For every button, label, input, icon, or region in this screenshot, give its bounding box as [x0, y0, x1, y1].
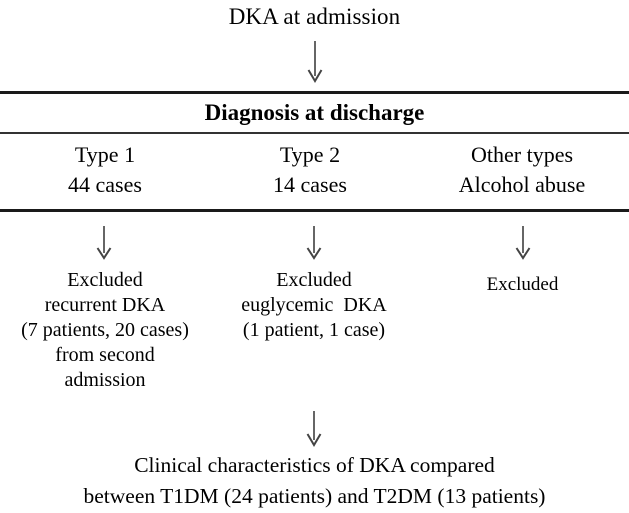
table-mid-rule: [0, 132, 629, 134]
exclusion-line: from second: [55, 344, 155, 366]
conclusion-node: Clinical characteristics of DKA compared…: [0, 450, 629, 512]
column-count: Alcohol abuse: [458, 172, 586, 197]
exclusion-line: Excluded: [276, 269, 352, 291]
column-name: Type 2: [279, 142, 341, 167]
column-count: 44 cases: [68, 172, 142, 197]
exclusion-line: (1 patient, 1 case): [242, 319, 386, 341]
table-top-rule: [0, 91, 629, 94]
exclusion-line: euglycemic DKA: [241, 294, 387, 316]
table-header: Diagnosis at discharge: [204, 100, 425, 125]
arrow-column-2-to-exclusion: [304, 226, 324, 260]
column-header-other-types: Other types Alcohol abuse: [422, 140, 622, 200]
exclusion-note-type-1: Excluded recurrent DKA (7 patients, 20 c…: [0, 268, 210, 393]
arrow-column-3-to-exclusion: [513, 226, 533, 260]
exclusion-line: admission: [64, 369, 146, 391]
arrow-title-to-table: [305, 41, 325, 83]
conclusion-line-1: Clinical characteristics of DKA compared: [134, 453, 495, 477]
exclusion-line: Excluded: [67, 269, 143, 291]
table-bottom-rule: [0, 209, 629, 212]
column-name: Type 1: [74, 142, 136, 167]
exclusion-line: Excluded: [486, 274, 559, 295]
exclusion-line: (7 patients, 20 cases): [21, 319, 189, 341]
column-header-type-1: Type 1 44 cases: [5, 140, 205, 200]
exclusion-line: recurrent DKA: [44, 294, 166, 316]
column-count: 14 cases: [273, 172, 347, 197]
arrow-column-1-to-exclusion: [94, 226, 114, 260]
diagram-title: DKA at admission: [228, 4, 401, 29]
exclusion-note-other-types: Excluded: [425, 272, 620, 297]
arrow-to-conclusion: [304, 411, 324, 447]
conclusion-line-2: between T1DM (24 patients) and T2DM (13 …: [83, 484, 546, 508]
column-name: Other types: [470, 142, 574, 167]
column-header-type-2: Type 2 14 cases: [210, 140, 410, 200]
exclusion-note-type-2: Excluded euglycemic DKA (1 patient, 1 ca…: [208, 268, 420, 343]
